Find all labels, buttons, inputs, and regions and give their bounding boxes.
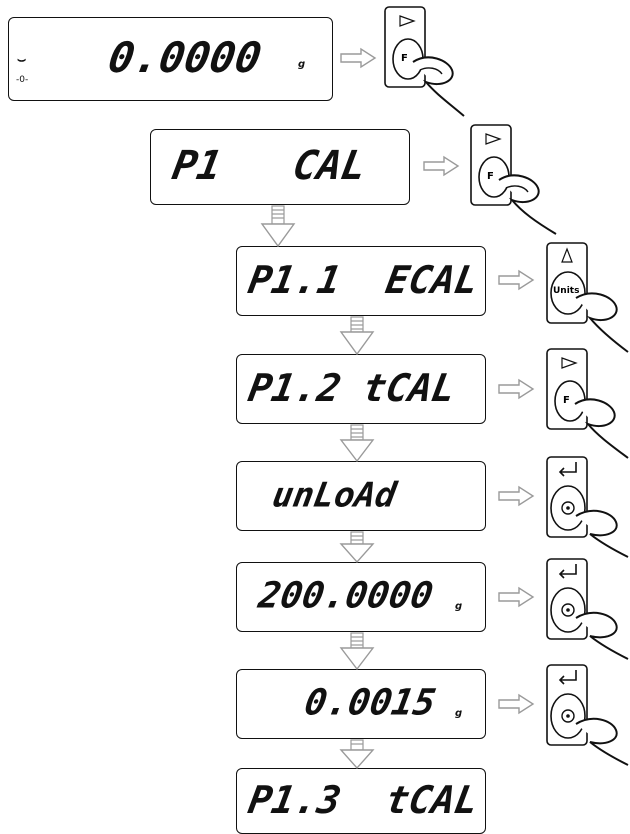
finger-press-icon: [542, 240, 630, 355]
finger-press-icon: [380, 4, 475, 119]
finger-press-icon: [542, 556, 630, 661]
enter-key-press[interactable]: [542, 556, 630, 661]
right-arrow-icon: [499, 380, 533, 398]
finger-press-icon: [542, 346, 630, 461]
key-label: F: [563, 395, 570, 406]
right-arrow-icon: [424, 157, 458, 175]
units-key-press[interactable]: Units: [542, 240, 630, 355]
key-label: Units: [553, 286, 579, 296]
right-arrow-icon: [499, 487, 533, 505]
finger-press-icon: [542, 454, 630, 559]
enter-key-press[interactable]: [542, 454, 630, 559]
down-arrow-icon: [262, 206, 294, 246]
enter-key-press[interactable]: [542, 662, 630, 767]
right-arrow-icon: [341, 49, 375, 67]
down-arrow-icon: [341, 532, 373, 562]
key-label: F: [401, 53, 408, 64]
f-key-press[interactable]: F: [380, 4, 475, 119]
finger-press-icon: [542, 662, 630, 767]
key-label: F: [487, 171, 494, 182]
down-arrow-icon: [341, 633, 373, 669]
finger-press-icon: [466, 122, 566, 237]
f-key-press[interactable]: F: [466, 122, 566, 237]
down-arrow-icon: [341, 740, 373, 768]
right-arrow-icon: [499, 271, 533, 289]
down-arrow-icon: [341, 425, 373, 461]
right-arrow-icon: [499, 588, 533, 606]
right-arrow-icon: [499, 695, 533, 713]
down-arrow-icon: [341, 317, 373, 354]
f-key-press[interactable]: F: [542, 346, 630, 461]
